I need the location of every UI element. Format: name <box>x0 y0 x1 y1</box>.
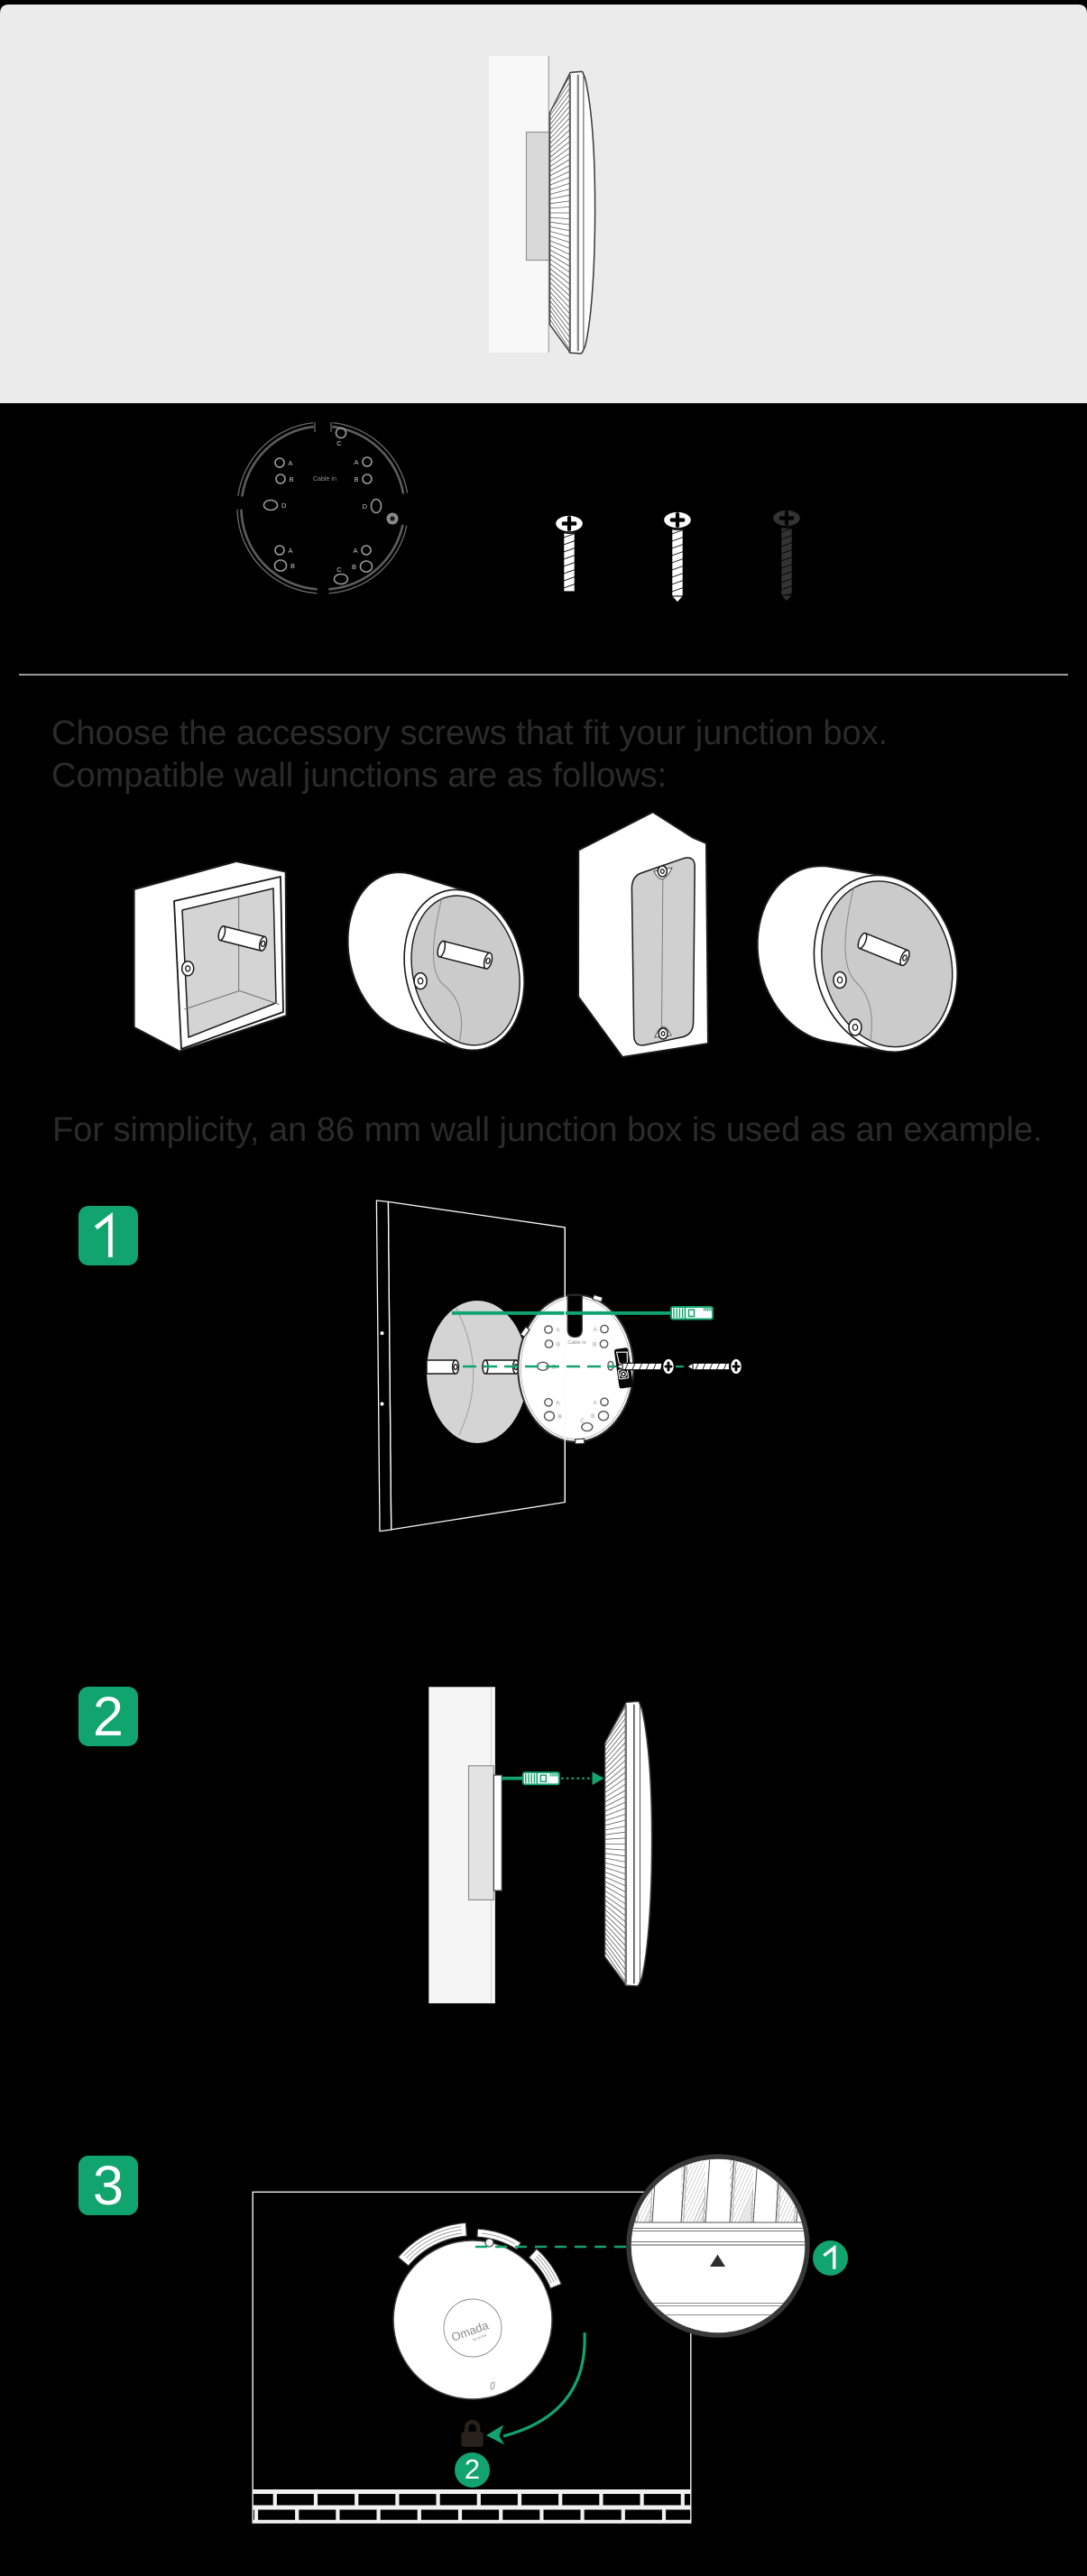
svg-text:B: B <box>557 1342 560 1348</box>
svg-text:B: B <box>354 475 358 483</box>
svg-text:A: A <box>354 458 358 466</box>
svg-text:B: B <box>558 1414 562 1421</box>
svg-text:Cable In: Cable In <box>567 1340 586 1346</box>
svg-text:B: B <box>591 1413 594 1420</box>
svg-text:B: B <box>290 562 295 570</box>
svg-text:A: A <box>593 1400 597 1406</box>
svg-text:A: A <box>353 547 357 555</box>
svg-text:A: A <box>289 459 293 467</box>
svg-text:C: C <box>580 1418 585 1424</box>
svg-text:A: A <box>556 1328 560 1334</box>
svg-text:B: B <box>352 563 356 571</box>
svg-text:by tp-link: by tp-link <box>472 2332 487 2341</box>
svg-text:C: C <box>336 439 342 447</box>
svg-text:A: A <box>556 1400 560 1406</box>
svg-text:D: D <box>281 501 287 510</box>
svg-text:Cable In: Cable In <box>313 476 336 483</box>
svg-text:D: D <box>363 502 368 511</box>
svg-text:B: B <box>593 1342 596 1348</box>
svg-text:A: A <box>593 1327 597 1333</box>
svg-text:B: B <box>290 475 294 483</box>
svg-text:A: A <box>289 547 293 555</box>
svg-text:C: C <box>336 566 342 574</box>
